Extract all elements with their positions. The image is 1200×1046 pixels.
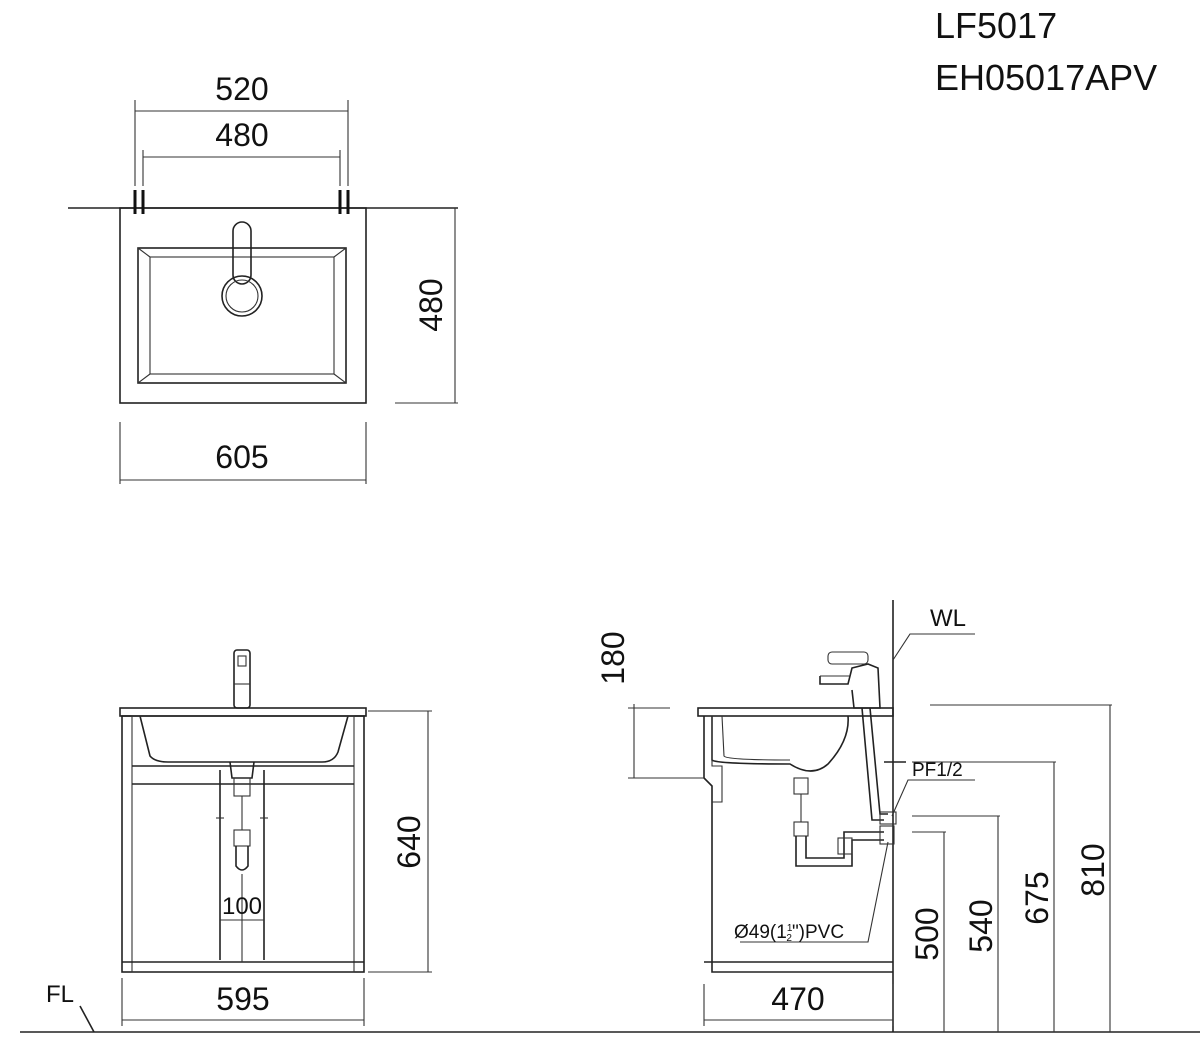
dim-depth: 480 [413,278,449,331]
dim-front-height: 640 [391,815,427,868]
side-view: WL [595,600,1112,1032]
top-view-basin-inner [149,256,335,375]
front-view: FL 100 [20,649,1200,1033]
supply-label: PF1/2 [912,760,963,781]
model-number-1: LF5017 [935,5,1057,46]
dim-cabinet-width: 605 [215,439,268,475]
dim-height-500: 500 [909,907,945,960]
front-view-faucet-icon [233,649,251,709]
top-view-faucet-icon [221,221,263,317]
front-view-cabinet [121,715,365,973]
side-view-drain-icon [793,777,895,867]
dim-outer-width: 520 [215,71,268,107]
dim-inner-width: 480 [215,117,268,153]
dim-height-540: 540 [963,899,999,952]
top-view-outline [119,207,367,404]
top-view-basin-outer [137,247,347,384]
side-view-faucet-icon [819,651,881,709]
model-number-2: EH05017APV [935,57,1157,98]
floor-label: FL [46,981,74,1008]
supply-hose-icon [861,707,906,825]
dim-drain-offset: 100 [222,893,262,920]
dim-height-810: 810 [1075,843,1111,896]
dim-height-675: 675 [1019,871,1055,924]
dim-side-depth: 470 [771,981,824,1017]
top-view: 520 480 480 605 [68,71,458,484]
side-view-basin [711,715,849,772]
side-view-countertop [697,707,894,717]
front-view-drain-icon [216,761,268,962]
side-view-cabinet [703,716,893,973]
wall-bracket-icon [133,190,350,214]
dim-front-width: 595 [216,981,269,1017]
front-view-basin [139,715,349,763]
front-view-countertop [119,707,367,717]
wall-label: WL [930,605,966,632]
dim-top-180: 180 [595,631,631,684]
